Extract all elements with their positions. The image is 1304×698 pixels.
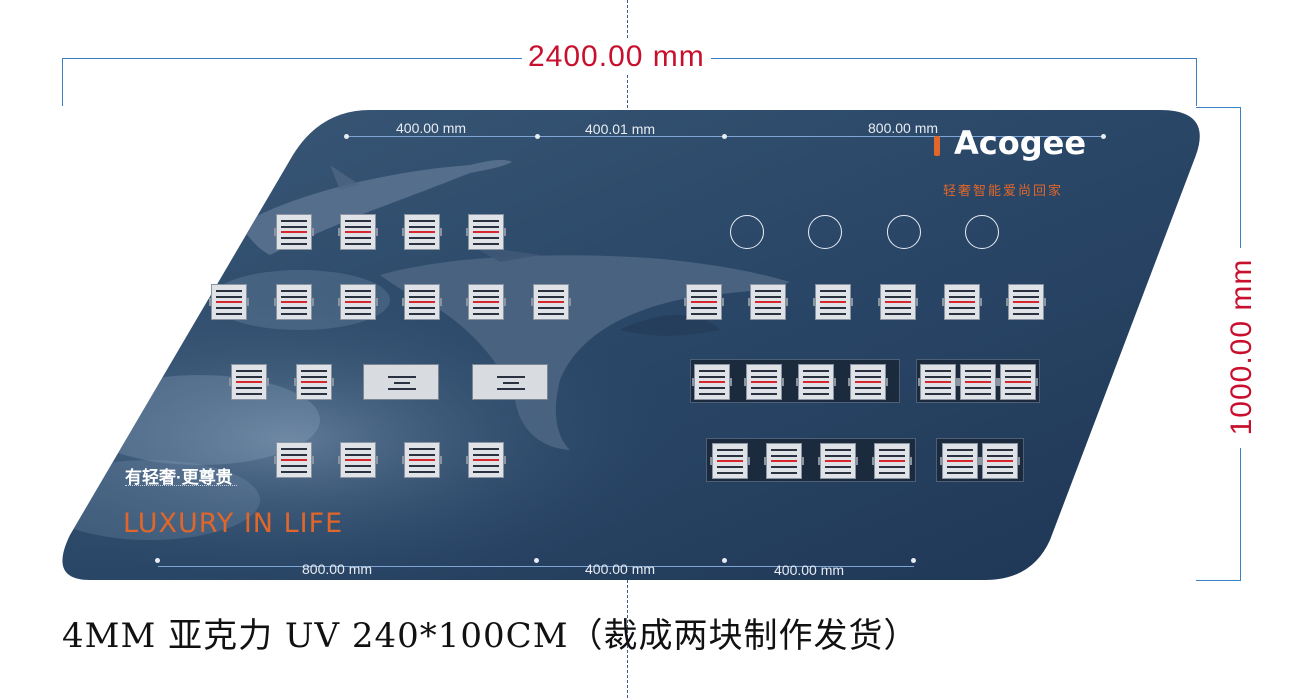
mount-hole — [344, 134, 349, 139]
switch-module — [274, 214, 314, 250]
switch-module — [872, 443, 912, 479]
switch-module — [744, 364, 784, 400]
top-dim-line-3 — [724, 136, 1104, 137]
switch-module — [813, 284, 853, 320]
switch-module — [338, 214, 378, 250]
sensor-circle — [887, 215, 921, 249]
switch-module — [466, 284, 506, 320]
bottom-dim-label-1: 800.00 mm — [302, 561, 373, 577]
mount-hole — [534, 558, 539, 563]
height-dim-tick-bottom — [1196, 580, 1241, 581]
bottom-dim-line-3 — [724, 566, 914, 567]
slogan-chinese: 有轻奢·更尊贵 — [125, 468, 233, 487]
switch-module — [998, 364, 1038, 400]
switch-module — [818, 443, 858, 479]
top-dim-label-1: 400.00 mm — [396, 120, 467, 136]
switch-module — [848, 364, 888, 400]
switch-module — [1006, 284, 1046, 320]
bottom-dim-label-3: 400.00 mm — [774, 562, 845, 578]
slogan-subtext-bar — [125, 485, 237, 490]
switch-module — [958, 364, 998, 400]
switch-module — [466, 214, 506, 250]
switch-module — [710, 443, 750, 479]
top-dim-line-1 — [346, 136, 538, 137]
top-dim-label-3: 800.00 mm — [868, 120, 939, 136]
logo-text: Acogee — [954, 124, 1087, 162]
mount-hole — [722, 134, 727, 139]
logo-signal-icon — [934, 136, 940, 156]
switch-module — [940, 443, 980, 479]
switch-module — [466, 442, 506, 478]
mount-hole — [1101, 134, 1106, 139]
switch-module — [209, 284, 249, 320]
switch-module — [402, 442, 442, 478]
switch-module — [764, 443, 804, 479]
top-dim-label-2: 400.01 mm — [585, 121, 656, 137]
blank-plate — [363, 364, 439, 400]
height-dim-tick-top — [1196, 107, 1241, 108]
sensor-circle — [965, 215, 999, 249]
slogan-english: LUXURY IN LIFE — [123, 508, 344, 539]
switch-module — [338, 284, 378, 320]
caption: 4MM 亚克力 UV 240*100CM（裁成两块制作发货） — [62, 616, 919, 656]
total-width-label: 2400.00 mm — [522, 40, 711, 74]
switch-module — [878, 284, 918, 320]
sensor-circle — [808, 215, 842, 249]
switch-module — [531, 284, 571, 320]
switch-module — [338, 442, 378, 478]
switch-module — [402, 214, 442, 250]
sensor-circle — [730, 215, 764, 249]
switch-module — [942, 284, 982, 320]
switch-module — [918, 364, 958, 400]
switch-module — [229, 364, 269, 400]
mount-hole — [722, 558, 727, 563]
switch-module — [796, 364, 836, 400]
switch-module — [402, 284, 442, 320]
switch-module — [274, 284, 314, 320]
switch-module — [748, 284, 788, 320]
switch-module — [274, 442, 314, 478]
top-dim-line-2 — [538, 136, 724, 137]
total-height-label: 1000.00 mm — [1224, 248, 1258, 448]
width-dim-tick-right — [1196, 58, 1197, 106]
switch-module — [294, 364, 334, 400]
switch-module — [692, 364, 732, 400]
mount-hole — [155, 558, 160, 563]
switch-module — [684, 284, 724, 320]
brand-tagline: 轻奢智能爱尚回家 — [943, 183, 1064, 198]
blank-plate — [472, 364, 548, 400]
bottom-dim-line-2 — [536, 566, 724, 567]
switch-module — [980, 443, 1020, 479]
mount-hole — [911, 558, 916, 563]
mount-hole — [535, 134, 540, 139]
width-dim-tick-left — [62, 58, 63, 106]
bottom-dim-line-1 — [158, 566, 536, 567]
bottom-dim-label-2: 400.00 mm — [585, 561, 656, 577]
